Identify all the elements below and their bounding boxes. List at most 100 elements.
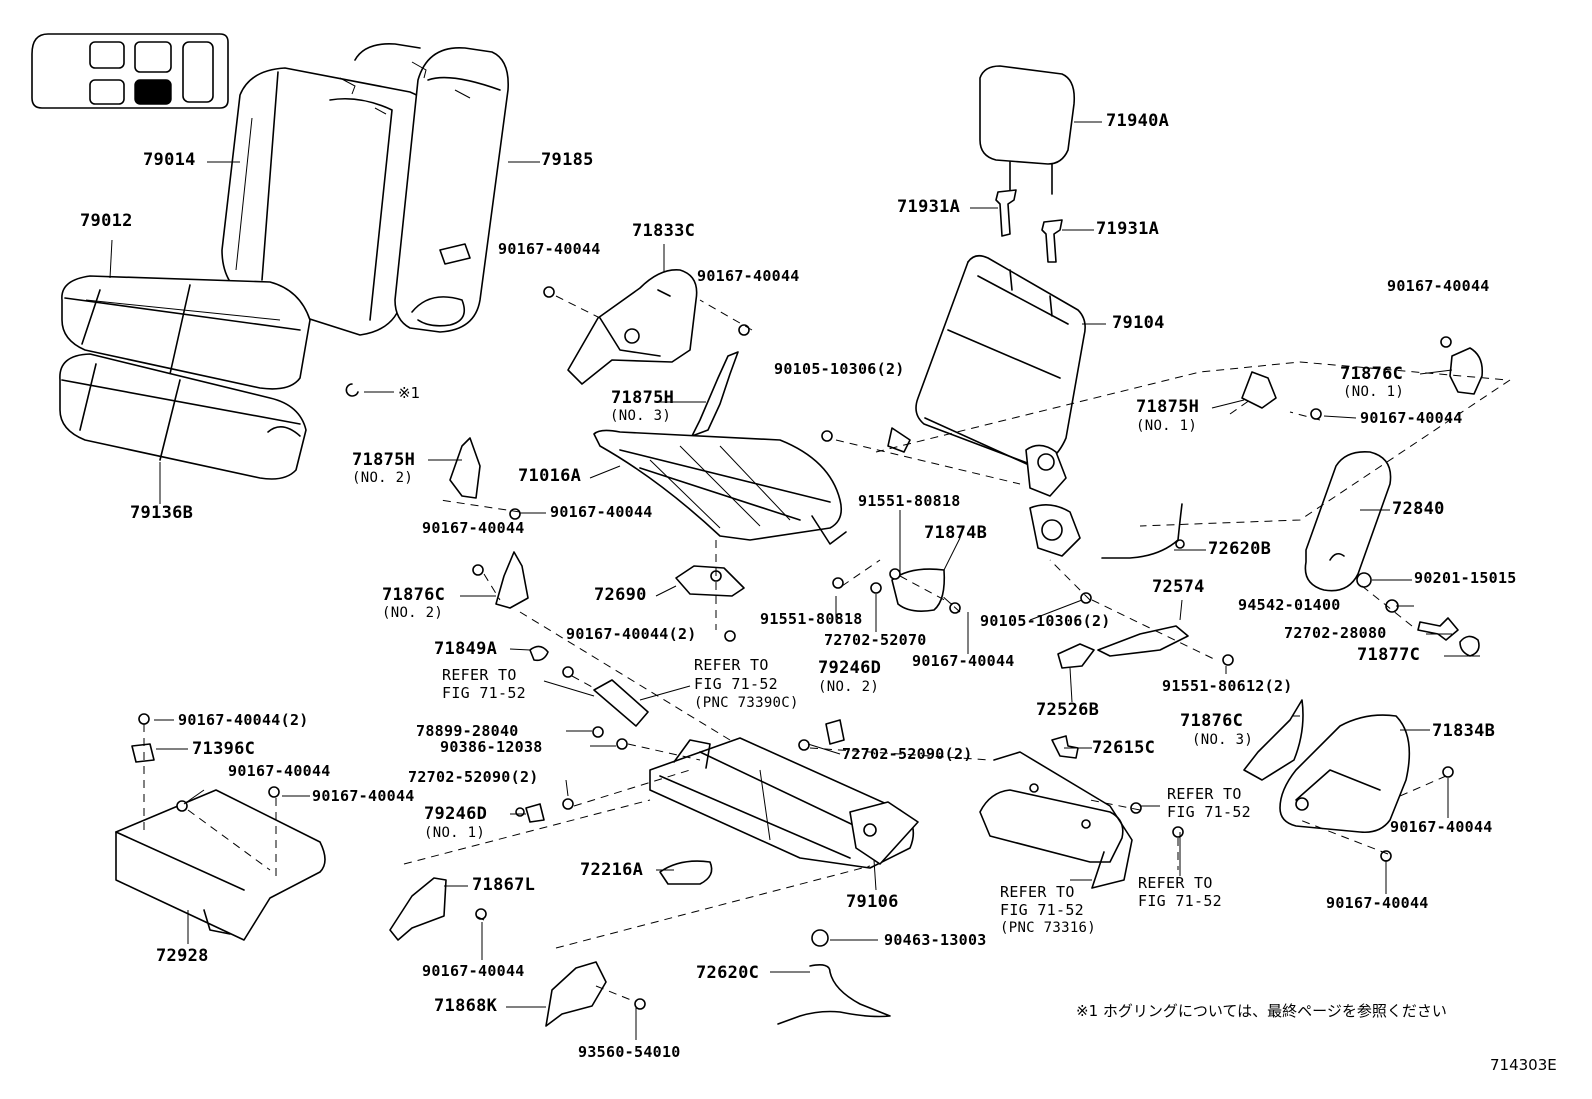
part-label-72574: 72574 xyxy=(1152,577,1205,597)
part-label-72615C: 72615C xyxy=(1092,738,1156,758)
part-label-90167-40044-top1: 90167-40044 xyxy=(498,240,601,258)
part-label-79104: 79104 xyxy=(1112,313,1165,333)
drawing-code: 714303E xyxy=(1490,1056,1557,1074)
part-label-90167-40044-right1: 90167-40044 xyxy=(1387,277,1490,295)
part-label-94542-01400: 94542-01400 xyxy=(1238,596,1341,614)
hog-ring-reference-mark: ※1 xyxy=(398,384,421,402)
bolt-90167-40044-2-icon xyxy=(138,713,150,725)
refer-to-label-1: REFER TO xyxy=(442,666,517,684)
refer-to-label-5: REFER TO xyxy=(1138,874,1213,892)
footnote: ※1 ホグリングについては、最終ページを参照ください xyxy=(1076,1002,1447,1020)
part-label-71877C: 71877C xyxy=(1357,645,1421,665)
cable-72620C xyxy=(777,964,891,1025)
refer-to-label-4: REFER TO xyxy=(1000,883,1075,901)
part-label-72620C: 72620C xyxy=(696,963,760,983)
part-label-72840: 72840 xyxy=(1392,499,1445,519)
part-label-72702-52090-right: 72702-52090(2) xyxy=(842,745,973,763)
headrest-guide-71931A-right xyxy=(1041,219,1063,263)
part-label-79014: 79014 xyxy=(143,150,196,170)
cover-71868K xyxy=(545,961,607,1027)
part-label-71833C: 71833C xyxy=(632,221,696,241)
part-label-90167-40044-top2: 90167-40044 xyxy=(697,267,800,285)
lower-cover-72928 xyxy=(115,789,326,941)
bracket-71875H-no3 xyxy=(691,351,739,437)
refer-to-label-3: REFER TO xyxy=(1167,785,1242,803)
part-label-90167-40044-low3: 90167-40044 xyxy=(1390,818,1493,836)
cover-71874B xyxy=(891,568,946,612)
part-label-90167-40044-bottom: 90167-40044 xyxy=(422,962,525,980)
part-label-79246D-no1: 79246D xyxy=(424,804,488,824)
part-label-71874B: 71874B xyxy=(924,523,988,543)
part-label-90105-10306-upper: 90105-10306(2) xyxy=(774,360,905,378)
seat-frame-79106 xyxy=(649,737,919,869)
part-label-72526B: 72526B xyxy=(1036,700,1100,720)
lower-tray xyxy=(979,751,1133,889)
refer-fig-label-3: FIG 71-52 xyxy=(1167,803,1251,821)
part-label-93560-54010: 93560-54010 xyxy=(578,1043,681,1061)
part-label-90167-40044-mid3: 90167-40044 xyxy=(912,652,1015,670)
part-label-91551-80818-lower: 91551-80818 xyxy=(760,610,863,628)
clip-71396C-icon xyxy=(131,743,155,763)
washer-90201-15015-icon xyxy=(1356,572,1372,588)
part-label-90167-40044-mid2: 90167-40044 xyxy=(422,519,525,537)
headrest-guide-71931A-left xyxy=(995,189,1017,237)
seatback-frame-79104 xyxy=(887,254,1086,557)
seat-pan-71016A xyxy=(593,429,847,545)
refer-fig-label-5: FIG 71-52 xyxy=(1138,892,1222,910)
cable-72620B xyxy=(1101,503,1183,559)
part-label-79106: 79106 xyxy=(846,892,899,912)
part-label-71867L: 71867L xyxy=(472,875,536,895)
note-no3-a: (NO. 3) xyxy=(610,408,672,424)
part-label-71016A: 71016A xyxy=(518,466,582,486)
part-label-72702-52090-left: 72702-52090(2) xyxy=(408,768,539,786)
clip-72615C xyxy=(1051,735,1079,759)
part-label-71940A: 71940A xyxy=(1106,111,1170,131)
part-label-72702-52070: 72702-52070 xyxy=(824,631,927,649)
hinge-cover-71834B xyxy=(1279,714,1411,834)
refer-to-label-2: REFER TO xyxy=(694,656,769,674)
part-label-71396C: 71396C xyxy=(192,739,256,759)
note-no2-c: (NO. 2) xyxy=(818,679,880,695)
part-label-71931A-right: 71931A xyxy=(1096,219,1160,239)
armrest-72840 xyxy=(1304,450,1392,592)
lever-72574 xyxy=(1097,625,1189,657)
part-label-71931A-left: 71931A xyxy=(897,197,961,217)
pnc-label-73316: (PNC 73316) xyxy=(1000,920,1097,936)
part-label-71834B: 71834B xyxy=(1432,721,1496,741)
assembly-dashed-lines xyxy=(143,295,1511,1003)
bolt-72702-28080-icon xyxy=(1417,617,1459,641)
knob-72526B xyxy=(1057,643,1095,669)
refer-fig-label-1: FIG 71-52 xyxy=(442,684,526,702)
part-label-90167-40044-right2: 90167-40044 xyxy=(1360,409,1463,427)
part-label-72216A: 72216A xyxy=(580,860,644,880)
cover-71876C-no3 xyxy=(1243,699,1304,781)
note-no2-b: (NO. 2) xyxy=(382,605,444,621)
part-label-71876C-no3: 71876C xyxy=(1180,711,1244,731)
part-label-71876C-no2: 71876C xyxy=(382,585,446,605)
part-label-71875H-no1: 71875H xyxy=(1136,397,1200,417)
part-label-79012: 79012 xyxy=(80,211,133,231)
part-label-71876C-no1: 71876C xyxy=(1340,364,1404,384)
note-no2-a: (NO. 2) xyxy=(352,470,414,486)
hog-ring-icon xyxy=(345,383,359,397)
part-label-90167-40044-low1: 90167-40044 xyxy=(228,762,331,780)
cover-71876C-no2 xyxy=(495,551,529,609)
refer-fig-label-4: FIG 71-52 xyxy=(1000,901,1084,919)
note-no1-a: (NO. 1) xyxy=(1343,384,1405,400)
part-label-91551-80612: 91551-80612(2) xyxy=(1162,677,1293,695)
part-label-72690: 72690 xyxy=(594,585,647,605)
part-label-79136B: 79136B xyxy=(130,503,194,523)
part-label-71849A: 71849A xyxy=(434,639,498,659)
seat-cushion-79012 xyxy=(61,275,311,390)
part-label-90167-40044-low2: 90167-40044 xyxy=(312,787,415,805)
part-label-90167-40044-x2-b: 90167-40044(2) xyxy=(178,711,309,729)
part-label-90463-13003: 90463-13003 xyxy=(884,931,987,949)
clip-79246D-no1 xyxy=(525,803,545,823)
part-label-71875H-no2: 71875H xyxy=(352,450,416,470)
part-label-79185: 79185 xyxy=(541,150,594,170)
part-label-90167-40044-x2-a: 90167-40044(2) xyxy=(566,625,697,643)
hinge-cover-71833C xyxy=(567,269,698,385)
note-no1-c: (NO. 1) xyxy=(424,825,486,841)
